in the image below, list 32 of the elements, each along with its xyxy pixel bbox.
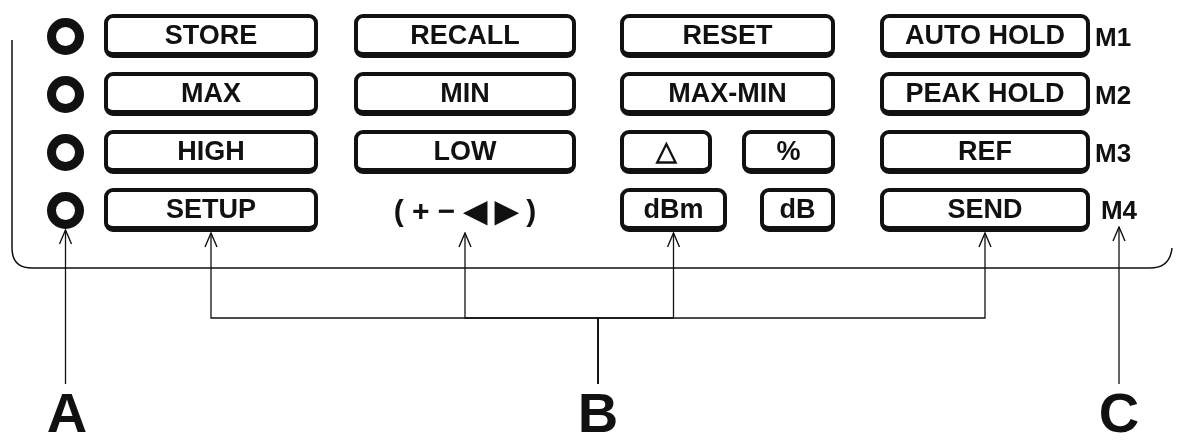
- key-label: △: [620, 130, 712, 174]
- indicator-lamp: [47, 134, 84, 171]
- indicator-lamp: [47, 18, 84, 55]
- memory-label: M3: [1095, 138, 1132, 169]
- leader-line: [58, 229, 73, 385]
- key-symbols-text: ( + − ◀ ▶ ): [354, 188, 576, 232]
- key-label: LOW: [354, 130, 576, 174]
- leader-line: [1112, 226, 1126, 385]
- callout-letter: B: [568, 384, 628, 440]
- memory-label: M4: [1093, 194, 1145, 226]
- key-label: dB: [760, 188, 835, 232]
- key-label: RECALL: [354, 14, 576, 58]
- key-label: SEND: [880, 188, 1090, 232]
- key-label: STORE: [104, 14, 318, 58]
- key-label: MAX-MIN: [620, 72, 835, 116]
- callout-letter: C: [1091, 384, 1147, 440]
- key-label: RESET: [620, 14, 835, 58]
- key-label: AUTO HOLD: [880, 14, 1090, 58]
- indicator-lamp: [47, 192, 84, 229]
- key-label: HIGH: [104, 130, 318, 174]
- key-label: PEAK HOLD: [880, 72, 1090, 116]
- key-label: SETUP: [104, 188, 318, 232]
- memory-label: M2: [1095, 80, 1132, 111]
- key-label: %: [742, 130, 835, 174]
- key-label: dBm: [620, 188, 727, 232]
- leader-line: [597, 232, 992, 385]
- memory-label: M1: [1095, 22, 1132, 53]
- indicator-lamp: [47, 76, 84, 113]
- key-label: MIN: [354, 72, 576, 116]
- callout-letter: A: [40, 384, 94, 440]
- key-label: MAX: [104, 72, 318, 116]
- key-label: REF: [880, 130, 1090, 174]
